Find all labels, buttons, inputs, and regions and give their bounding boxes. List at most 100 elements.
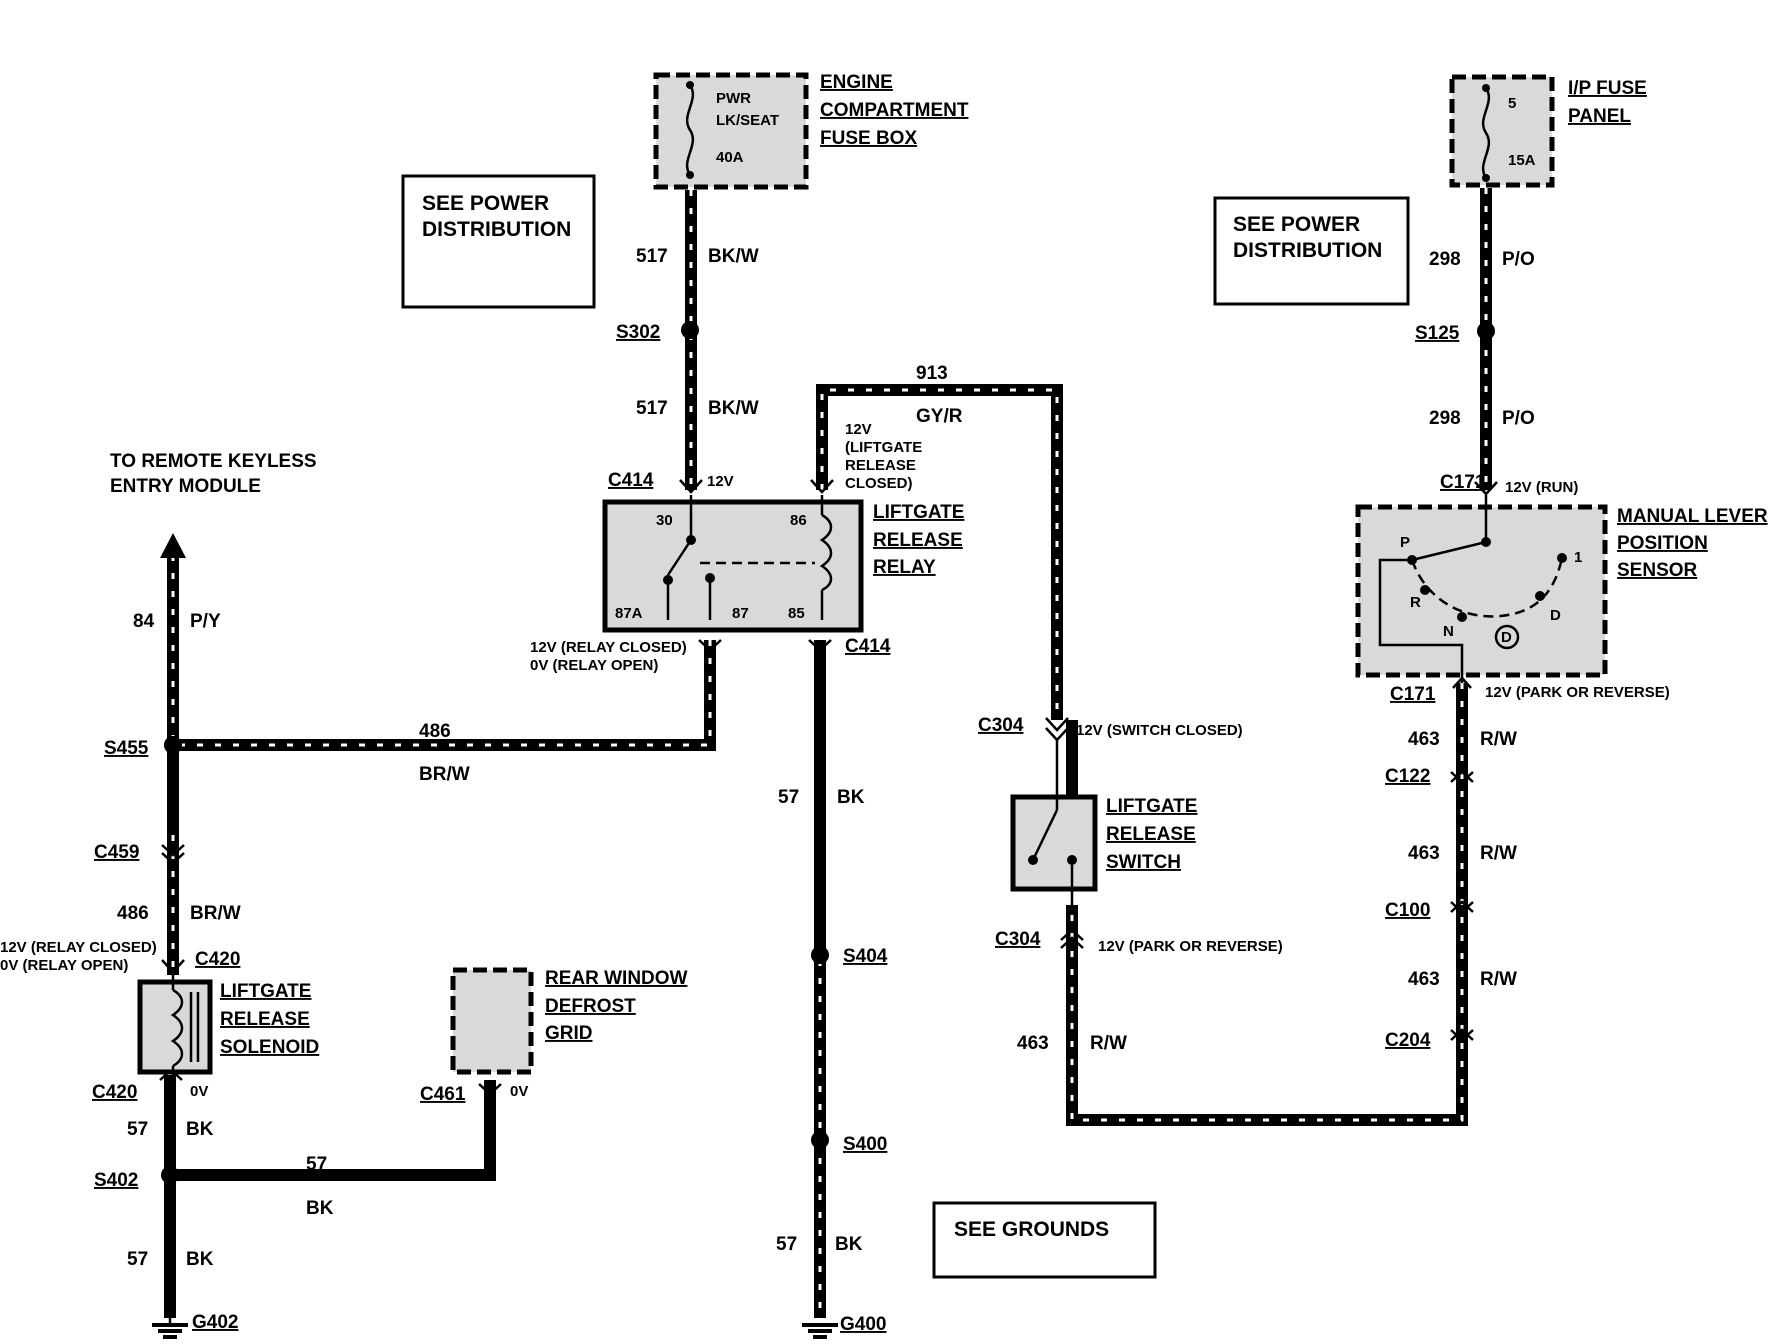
label-c100: C100: [1385, 900, 1430, 921]
label-c304-bottom: C304: [995, 929, 1041, 950]
svg-text:PANEL: PANEL: [1568, 106, 1631, 127]
label-c171-bottom: C171: [1390, 684, 1436, 705]
svg-text:12V: 12V: [845, 421, 872, 438]
svg-text:0V (RELAY OPEN): 0V (RELAY OPEN): [530, 657, 658, 674]
svg-text:SENSOR: SENSOR: [1617, 560, 1698, 581]
label-c459: C459: [94, 842, 139, 863]
svg-text:463: 463: [1408, 969, 1440, 990]
svg-text:486: 486: [419, 721, 451, 742]
svg-text:BK: BK: [837, 787, 865, 808]
splice-s404: [811, 946, 829, 964]
label-c414-bottom: C414: [845, 636, 891, 657]
svg-text:BK: BK: [186, 1249, 214, 1270]
svg-text:P/O: P/O: [1502, 249, 1535, 270]
engine-fuse-box: [653, 72, 809, 190]
svg-text:57: 57: [127, 1249, 148, 1270]
svg-text:BR/W: BR/W: [190, 903, 241, 924]
label-g402: G402: [192, 1312, 238, 1333]
splice-s400: [811, 1131, 829, 1149]
defrost-title: REAR WINDOW: [545, 968, 688, 989]
svg-text:RELAY: RELAY: [873, 557, 936, 578]
label-s302: S302: [616, 322, 660, 343]
label-s125: S125: [1415, 323, 1460, 344]
liftgate-release-relay: [602, 499, 864, 633]
svg-text:GRID: GRID: [545, 1023, 593, 1044]
svg-text:RELEASE: RELEASE: [845, 457, 916, 474]
fuse-15a: 15A: [1508, 152, 1536, 169]
svg-text:57: 57: [776, 1234, 797, 1255]
ground-g400-icon: [802, 1323, 838, 1339]
label-c414-top: C414: [608, 470, 654, 491]
svg-text:84: 84: [133, 611, 155, 632]
pin-30: 30: [656, 512, 673, 529]
svg-text:(LIFTGATE: (LIFTGATE: [845, 439, 922, 456]
fuse-40a: 40A: [716, 149, 744, 166]
label-g400: G400: [840, 1314, 886, 1335]
svg-text:R/W: R/W: [1480, 729, 1517, 750]
lever-sensor-internals: [1378, 495, 1564, 683]
svg-text:BR/W: BR/W: [419, 764, 470, 785]
fuse-icon: [685, 84, 695, 176]
splice-s455: [164, 736, 182, 754]
svg-text:0V: 0V: [510, 1083, 528, 1100]
svg-text:R/W: R/W: [1090, 1033, 1127, 1054]
ip-fuse-panel: [1449, 74, 1555, 188]
manual-lever-position-sensor: [1355, 504, 1608, 678]
svg-text:12V (RUN): 12V (RUN): [1505, 479, 1578, 496]
svg-text:298: 298: [1429, 249, 1461, 270]
lever-sensor-title: MANUAL LEVER: [1617, 506, 1768, 527]
svg-text:BK: BK: [835, 1234, 863, 1255]
svg-text:BK: BK: [306, 1198, 334, 1219]
splice-s302: [681, 321, 699, 339]
svg-text:0V (RELAY OPEN): 0V (RELAY OPEN): [0, 957, 128, 974]
svg-text:SEE GROUNDS: SEE GROUNDS: [954, 1218, 1109, 1241]
svg-text:298: 298: [1429, 408, 1461, 429]
svg-text:BK/W: BK/W: [708, 246, 759, 267]
label-s402: S402: [94, 1170, 138, 1191]
svg-text:12V (RELAY CLOSED): 12V (RELAY CLOSED): [530, 639, 687, 656]
svg-text:12V (PARK OR REVERSE): 12V (PARK OR REVERSE): [1098, 938, 1283, 955]
svg-text:COMPARTMENT: COMPARTMENT: [820, 100, 969, 121]
svg-text:SEE POWER: SEE POWER: [422, 192, 549, 215]
ip-fuse-title: I/P FUSE: [1568, 78, 1647, 99]
svg-text:R/W: R/W: [1480, 843, 1517, 864]
svg-text:POSITION: POSITION: [1617, 533, 1708, 554]
lever-n: N: [1443, 623, 1454, 640]
svg-text:P/O: P/O: [1502, 408, 1535, 429]
svg-text:ENTRY MODULE: ENTRY MODULE: [110, 476, 261, 497]
svg-text:SOLENOID: SOLENOID: [220, 1037, 319, 1058]
svg-text:BK/W: BK/W: [708, 398, 759, 419]
lever-1: 1: [1574, 549, 1582, 566]
svg-text:RELEASE: RELEASE: [1106, 824, 1196, 845]
ground-g402-icon: [152, 1318, 188, 1339]
label-c171-top: C171: [1440, 472, 1486, 493]
svg-text:RELEASE: RELEASE: [220, 1009, 310, 1030]
svg-text:DEFROST: DEFROST: [545, 996, 636, 1017]
pin-87: 87: [732, 605, 749, 622]
see-power-distribution-box-1: [401, 174, 596, 309]
switch-internals: [1031, 740, 1074, 905]
solenoid-title: LIFTGATE: [220, 981, 311, 1002]
label-c304-top: C304: [978, 715, 1024, 736]
pin-85: 85: [788, 605, 805, 622]
svg-text:0V: 0V: [190, 1083, 208, 1100]
fuse-5: 5: [1508, 95, 1516, 112]
label-c420-top: C420: [195, 949, 240, 970]
svg-text:SWITCH: SWITCH: [1106, 852, 1181, 873]
svg-text:GY/R: GY/R: [916, 406, 963, 427]
svg-text:12V (RELAY CLOSED): 12V (RELAY CLOSED): [0, 939, 157, 956]
rear-window-defrost-grid: [450, 967, 534, 1075]
wire-486: [173, 640, 716, 751]
svg-text:463: 463: [1408, 729, 1440, 750]
svg-text:DISTRIBUTION: DISTRIBUTION: [1233, 239, 1382, 262]
svg-text:463: 463: [1017, 1033, 1049, 1054]
svg-text:486: 486: [117, 903, 149, 924]
svg-text:BK: BK: [186, 1119, 214, 1140]
svg-text:12V (PARK OR REVERSE): 12V (PARK OR REVERSE): [1485, 684, 1670, 701]
engine-fuse-title: ENGINE: [820, 72, 893, 93]
svg-text:CLOSED): CLOSED): [845, 475, 913, 492]
svg-text:FUSE BOX: FUSE BOX: [820, 128, 917, 149]
see-power-distribution-box-2: [1213, 196, 1410, 306]
svg-text:517: 517: [636, 398, 668, 419]
